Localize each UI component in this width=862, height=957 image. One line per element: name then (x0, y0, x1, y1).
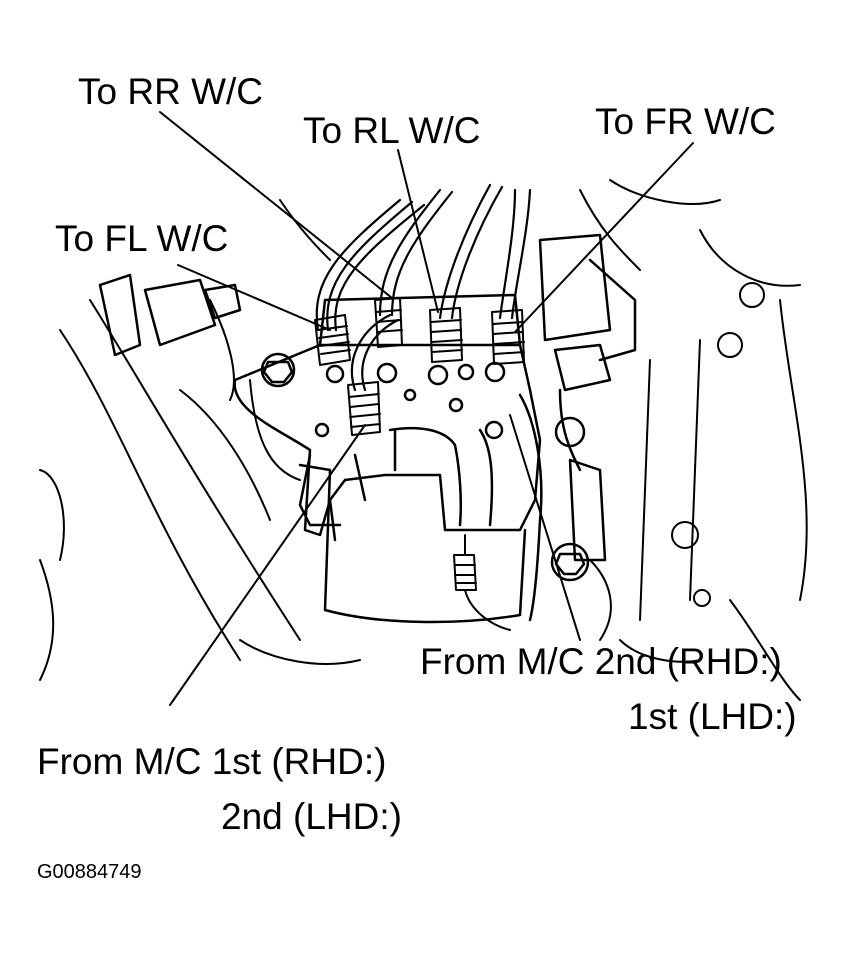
right-connector (538, 233, 637, 562)
label-to-rr-wc: To RR W/C (78, 71, 263, 112)
line-fittings (314, 297, 525, 631)
label-from-mc-2nd: From M/C 2nd (RHD:) (420, 641, 782, 682)
brake-lines (315, 183, 532, 392)
background-structure (39, 179, 808, 701)
label-to-rl-wc: To RL W/C (303, 110, 481, 151)
label-from-mc-1st: From M/C 1st (RHD:) (37, 741, 387, 782)
label-to-fr-wc: To FR W/C (595, 101, 776, 142)
figure-id: G00884749 (37, 861, 142, 883)
actuator-body (233, 293, 543, 624)
label-from-mc-1st-lhd: 2nd (LHD:) (221, 796, 402, 837)
left-connector (98, 273, 242, 357)
mounting-bolts (260, 352, 590, 582)
label-from-mc-2nd-lhd: 1st (LHD:) (628, 696, 797, 737)
leader-lines (159, 111, 694, 706)
label-to-fl-wc: To FL W/C (55, 218, 229, 259)
